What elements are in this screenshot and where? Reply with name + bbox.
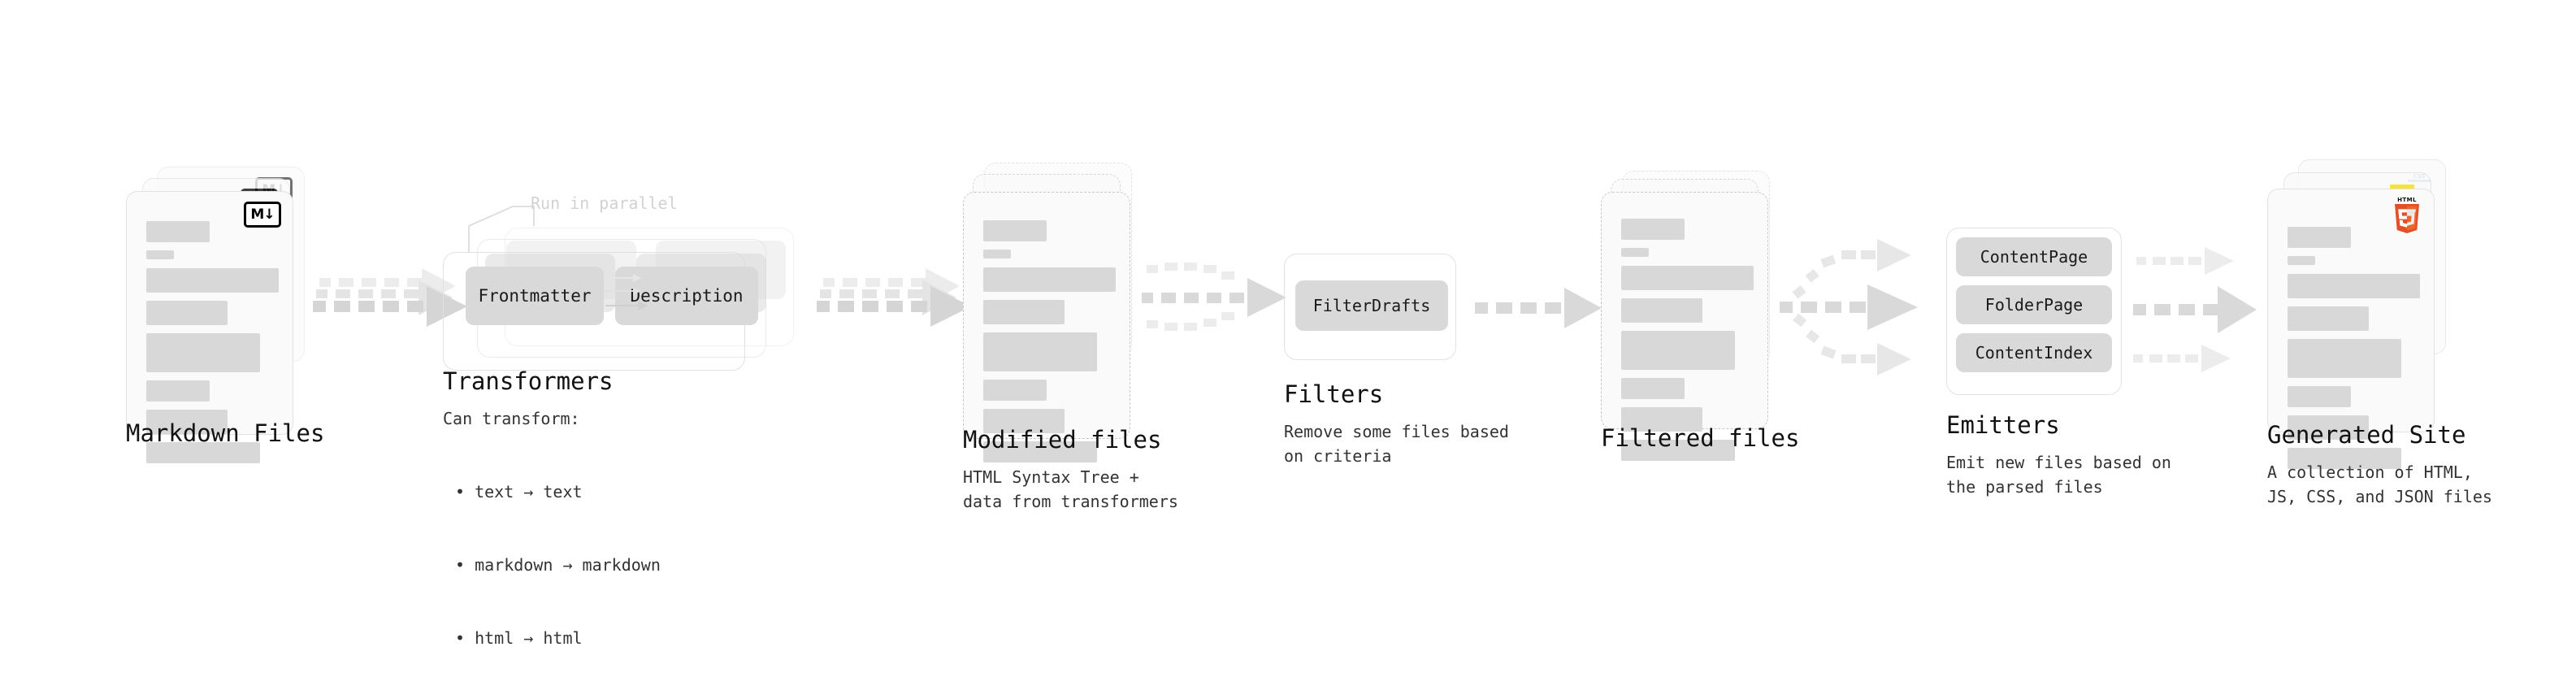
generated-site-title: Generated Site [2267, 421, 2466, 449]
arrow-markdown-to-transformers [313, 268, 467, 327]
transformers-bullet-0: • text → text [455, 482, 583, 501]
transformer-inner-arrows [605, 274, 648, 310]
filters-title: Filters [1284, 380, 1384, 408]
emitters-title: Emitters [1946, 411, 2060, 439]
arrow-transformers-to-modified [817, 268, 971, 327]
chip-contentindex[interactable]: ContentIndex [1956, 333, 2112, 372]
markdown-icon: M↓ [244, 202, 281, 228]
transformers-bullets: • text → text • markdown → markdown • ht… [455, 431, 661, 699]
transformers-bullet-1: • markdown → markdown [455, 555, 661, 575]
modified-files-title: Modified files [963, 426, 1162, 454]
modified-card-front [963, 192, 1130, 462]
modified-files-subtitle: HTML Syntax Tree + data from transformer… [963, 467, 1178, 511]
transformers-intro: Can transform: [443, 409, 580, 428]
filtered-files-title: Filtered files [1601, 424, 1800, 452]
run-in-parallel-leader [468, 206, 535, 252]
arrow-modified-to-filters [1142, 263, 1286, 331]
transformers-title: Transformers [443, 367, 614, 395]
html5-icon: HTML [2393, 197, 2421, 237]
markdown-files-title: Markdown Files [126, 419, 325, 447]
filters-subtitle: Remove some files based on criteria [1284, 422, 1509, 466]
arrow-emitters-to-site [2133, 247, 2257, 372]
chip-description[interactable]: Description [615, 267, 758, 325]
generated-site-subtitle: A collection of HTML, JS, CSS, and JSON … [2267, 462, 2492, 506]
emitters-subtitle: Emit new files based on the parsed files [1946, 453, 2171, 497]
markdown-card-front: M↓ [126, 191, 293, 463]
emitters-box [1946, 228, 2122, 395]
chip-filterdrafts[interactable]: FilterDrafts [1295, 280, 1448, 331]
filters-box [1284, 254, 1456, 360]
arrow-filtered-to-emitters [1780, 239, 1918, 376]
pipeline-diagram: M↓ M↓ M↓ Markdown Files [126, 159, 2492, 648]
chip-contentpage[interactable]: ContentPage [1956, 237, 2112, 276]
transformers-bullet-2: • html → html [455, 628, 583, 648]
run-in-parallel-hint: Run in parallel [531, 193, 678, 213]
arrow-filters-to-filtered [1475, 288, 1602, 328]
site-card-html: HTML [2267, 189, 2435, 469]
chip-frontmatter[interactable]: Frontmatter [466, 267, 604, 325]
chip-folderpage[interactable]: FolderPage [1956, 285, 2112, 324]
filtered-card-front [1601, 192, 1768, 461]
